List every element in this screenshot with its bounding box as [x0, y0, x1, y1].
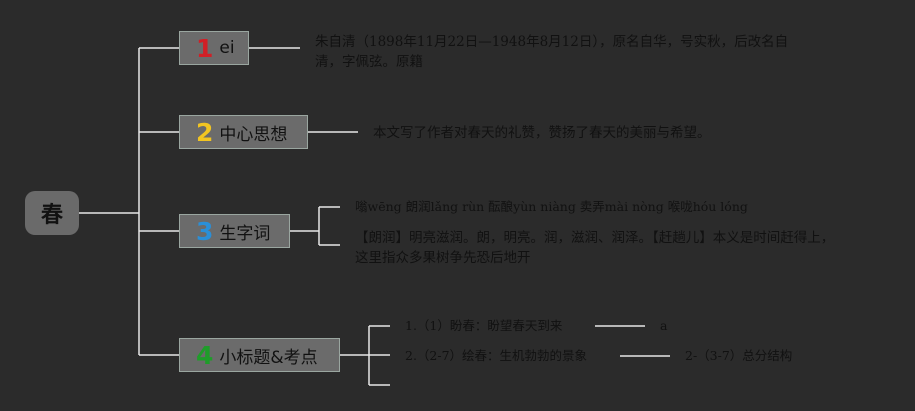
- branch-4-item-1-sub: a: [660, 318, 668, 333]
- branch-node-1[interactable]: 1 ei: [179, 31, 249, 65]
- branch-node-3[interactable]: 3 生字词: [179, 214, 290, 248]
- branch-3-item-2: 【朗润】明亮滋润。朗，明亮。润，滋润、润泽。【赶趟儿】本义是时间赶得上，这里指众…: [355, 230, 835, 266]
- branch-4-item-2-sub: 2-（3-7）总分结构: [685, 348, 793, 363]
- branch-number-4: 4: [196, 340, 214, 370]
- branch-node-4[interactable]: 4 小标题&考点: [179, 338, 340, 372]
- branch-4-item-2: 2.（2-7）绘春：生机勃勃的景象: [405, 348, 588, 363]
- branch-label-2: 中心思想: [219, 124, 288, 145]
- root-node[interactable]: 春: [25, 191, 79, 235]
- branch-label-3: 生字词: [219, 223, 271, 244]
- branch-label-1: ei: [219, 38, 235, 58]
- branch-number-1: 1: [196, 33, 214, 63]
- branch-node-2[interactable]: 2 中心思想: [179, 115, 308, 149]
- branch-2-detail: 本文写了作者对春天的礼赞，赞扬了春天的美丽与希望。: [373, 125, 711, 141]
- branch-4-item-1: 1.（1）盼春：盼望春天到来: [405, 318, 563, 333]
- branch-label-4: 小标题&考点: [219, 347, 318, 368]
- branch-1-detail: 朱自清（1898年11月22日—1948年8月12日），原名自华，号实秋，后改名…: [315, 34, 789, 70]
- branch-number-2: 2: [196, 117, 214, 147]
- branch-number-3: 3: [196, 216, 214, 246]
- branch-3-item-1: 嗡wēng 朗润lǎng rùn 酝酿yùn niàng 卖弄mài nòng …: [355, 199, 748, 214]
